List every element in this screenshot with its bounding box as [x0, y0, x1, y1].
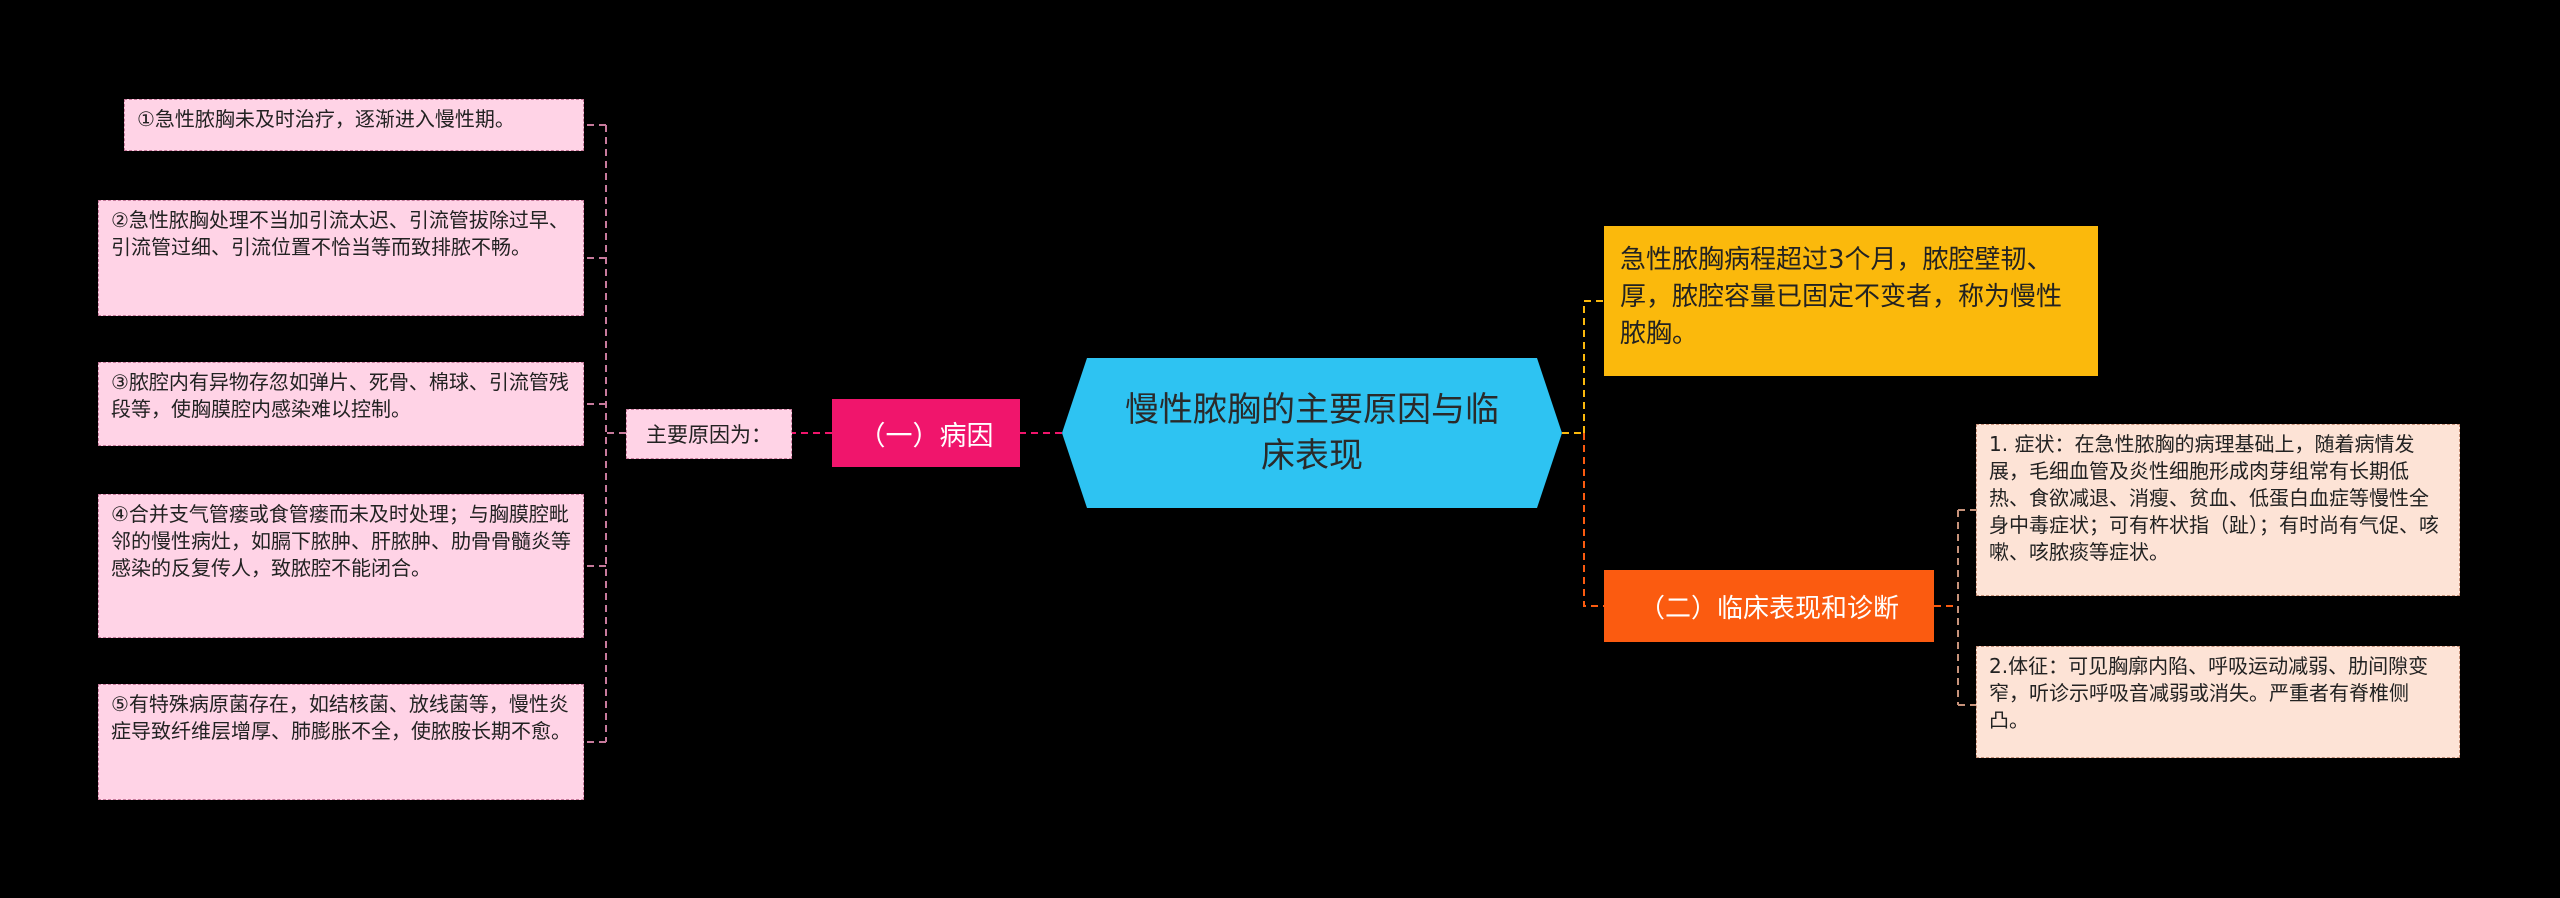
- center-topic-text: 慢性脓胸的主要原因与临床表现: [1125, 390, 1499, 476]
- cause-item-5[interactable]: ⑤有特殊病原菌存在，如结核菌、放线菌等，慢性炎症导致纤维层增厚、肺膨胀不全，使脓…: [98, 684, 584, 800]
- center-topic[interactable]: 慢性脓胸的主要原因与临床表现: [1062, 358, 1562, 508]
- cause-item-4-text: ④合并支气管瘘或食管瘘而未及时处理；与胸膜腔毗邻的慢性病灶，如膈下脓肿、肝脓肿、…: [111, 502, 571, 580]
- cause-item-3[interactable]: ③脓腔内有异物存忽如弹片、死骨、棉球、引流管残段等，使胸膜腔内感染难以控制。: [98, 362, 584, 446]
- connector-right-def: [1583, 300, 1604, 433]
- clinical-item-1[interactable]: 1. 症状：在急性脓胸的病理基础上，随着病情发展，毛细血管及炎性细胞形成肉芽组常…: [1976, 424, 2460, 596]
- cause-item-3-text: ③脓腔内有异物存忽如弹片、死骨、棉球、引流管残段等，使胸膜腔内感染难以控制。: [111, 370, 569, 421]
- clinical-item-2[interactable]: 2.体征：可见胸廓内陷、呼吸运动减弱、肋间隙变窄，听诊示呼吸音减弱或消失。严重者…: [1976, 646, 2460, 758]
- definition-text: 急性脓胸病程超过3个月，脓腔壁韧、厚，脓腔容量已固定不变者，称为慢性脓胸。: [1620, 245, 2063, 349]
- cause-item-2[interactable]: ②急性脓胸处理不当加引流太迟、引流管拔除过早、引流管过细、引流位置不恰当等而致排…: [98, 200, 584, 316]
- clinical-item-1-text: 1. 症状：在急性脓胸的病理基础上，随着病情发展，毛细血管及炎性细胞形成肉芽组常…: [1989, 432, 2439, 564]
- clinical-node-text: （二）临床表现和诊断: [1638, 593, 1899, 624]
- connector-right-clinic: [1583, 433, 1604, 607]
- cause-label-node[interactable]: 主要原因为：: [626, 409, 792, 459]
- clinical-item-2-text: 2.体征：可见胸廓内陷、呼吸运动减弱、肋间隙变窄，听诊示呼吸音减弱或消失。严重者…: [1989, 654, 2429, 732]
- cause-item-5-text: ⑤有特殊病原菌存在，如结核菌、放线菌等，慢性炎症导致纤维层增厚、肺膨胀不全，使脓…: [111, 692, 571, 743]
- cause-item-1[interactable]: ①急性脓胸未及时治疗，逐渐进入慢性期。: [124, 99, 584, 151]
- definition-node[interactable]: 急性脓胸病程超过3个月，脓腔壁韧、厚，脓腔容量已固定不变者，称为慢性脓胸。: [1604, 226, 2098, 376]
- cause-item-1-text: ①急性脓胸未及时治疗，逐渐进入慢性期。: [137, 107, 515, 131]
- cause-node[interactable]: （一）病因: [832, 399, 1020, 467]
- cause-item-2-text: ②急性脓胸处理不当加引流太迟、引流管拔除过早、引流管过细、引流位置不恰当等而致排…: [111, 208, 569, 259]
- clinical-node[interactable]: （二）临床表现和诊断: [1604, 570, 1934, 642]
- cause-label-text: 主要原因为：: [646, 423, 772, 447]
- cause-node-text: （一）病因: [858, 420, 994, 452]
- cause-item-4[interactable]: ④合并支气管瘘或食管瘘而未及时处理；与胸膜腔毗邻的慢性病灶，如膈下脓肿、肝脓肿、…: [98, 494, 584, 638]
